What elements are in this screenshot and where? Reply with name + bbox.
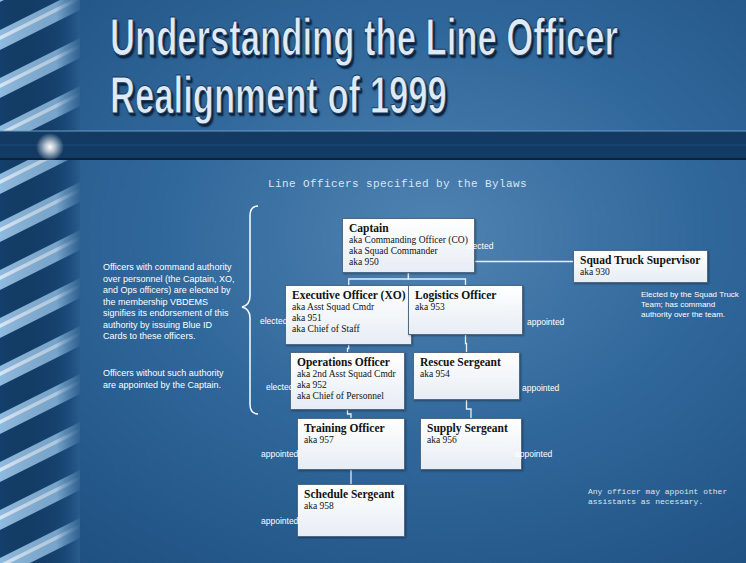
org-connector: [348, 410, 352, 418]
officer-title: Squad Truck Supervisor: [580, 254, 701, 267]
selection-label: appointed: [527, 317, 564, 327]
officer-title: Schedule Sergeant: [304, 488, 398, 501]
officer-box: Rescue Sergeantaka 954: [413, 352, 520, 400]
org-connector: [467, 400, 472, 418]
officer-title: Training Officer: [304, 422, 398, 435]
subtitle: Line Officers specified by the Bylaws: [268, 178, 527, 190]
band-line: [0, 145, 746, 146]
officer-box: Captainaka Commanding Officer (CO)aka Sq…: [342, 218, 475, 273]
selection-label: appointed: [515, 449, 552, 459]
selection-label: elected: [260, 316, 287, 326]
header-band: [0, 131, 746, 159]
footnote: Any officer may appoint other assistants…: [588, 487, 738, 507]
officer-box: Logistics Officeraka 953: [408, 285, 523, 335]
officer-box: Executive Officer (XO)aka Asst Squad Cmd…: [285, 285, 412, 345]
ribbon-shade: [0, 0, 80, 563]
officer-title: Rescue Sergeant: [420, 356, 513, 369]
officer-alias: aka 2nd Asst Squad Cmdr: [297, 369, 398, 380]
org-connector: [408, 273, 465, 285]
officer-alias: aka Chief of Personnel: [297, 391, 398, 402]
officer-alias: aka 957: [304, 435, 398, 446]
org-connector: [348, 345, 349, 352]
officer-alias: aka 952: [297, 380, 398, 391]
org-connector: [466, 335, 467, 352]
officer-alias: aka Asst Squad Cmdr: [292, 302, 405, 313]
officer-box: Schedule Sergeantaka 958: [297, 484, 405, 537]
selection-label: appointed: [261, 516, 298, 526]
officer-title: Supply Sergeant: [427, 422, 515, 435]
page-title: Understanding the Line Officer Realignme…: [110, 8, 708, 124]
officer-box: Training Officeraka 957: [297, 418, 405, 470]
officer-alias: aka 951: [292, 313, 405, 324]
officer-alias: aka Commanding Officer (CO): [349, 235, 468, 246]
officer-box: Operations Officeraka 2nd Asst Squad Cmd…: [290, 352, 405, 410]
officer-alias: aka 950: [349, 257, 468, 268]
explanatory-note: Officers with command authority over per…: [103, 262, 238, 343]
officer-alias: aka 953: [415, 302, 516, 313]
org-connector: [350, 470, 351, 484]
curly-brace: [242, 206, 258, 414]
officer-title: Executive Officer (XO): [292, 289, 405, 302]
officer-box: Supply Sergeantaka 956: [420, 418, 522, 470]
selection-label: elected: [266, 382, 293, 392]
officer-alias: aka Chief of Staff: [292, 324, 405, 335]
officer-alias: aka Squad Commander: [349, 246, 468, 257]
selection-label: appointed: [261, 449, 298, 459]
org-connector: [475, 261, 573, 262]
ribbon: [0, 0, 80, 563]
selection-label: elected: [466, 241, 493, 251]
band-edge: [0, 158, 746, 160]
officer-title: Operations Officer: [297, 356, 398, 369]
officer-alias: aka 930: [580, 267, 701, 278]
officer-title: Logistics Officer: [415, 289, 516, 302]
org-connector: [349, 273, 409, 285]
officer-alias: aka 958: [304, 501, 398, 512]
glow-dot: [36, 133, 64, 161]
side-note: Elected by the Squad Truck Team; has com…: [641, 290, 741, 320]
explanatory-note: Officers without such authority are appo…: [103, 368, 238, 391]
selection-label: appointed: [522, 383, 559, 393]
officer-box: Squad Truck Supervisoraka 930: [573, 250, 708, 283]
officer-title: Captain: [349, 222, 468, 235]
band-edge: [0, 131, 746, 132]
officer-alias: aka 954: [420, 369, 513, 380]
officer-alias: aka 956: [427, 435, 515, 446]
